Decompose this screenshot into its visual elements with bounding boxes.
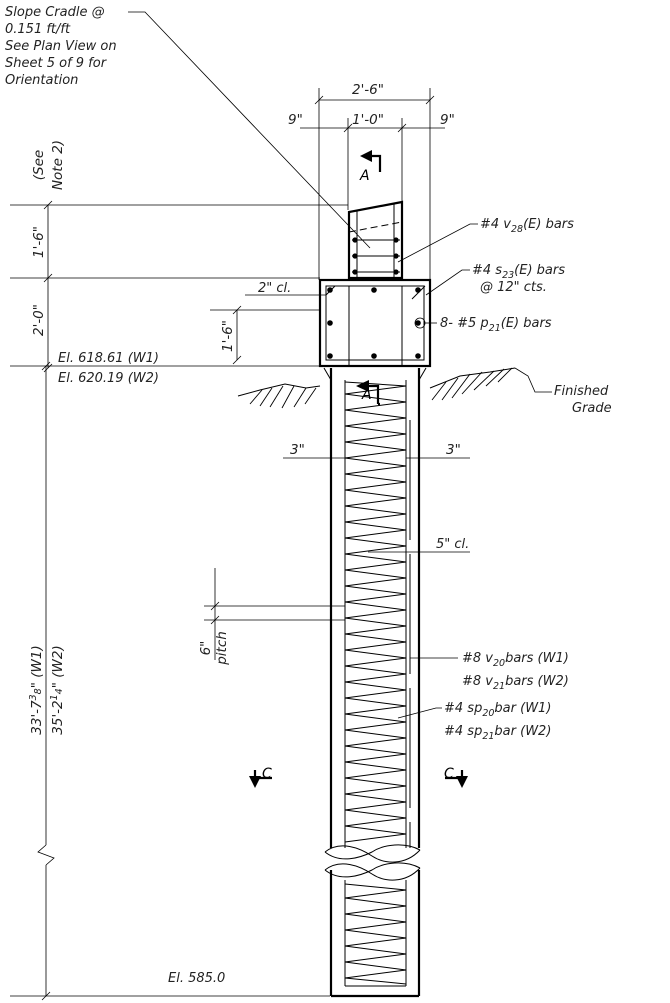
pitch-word: pitch [214,631,230,666]
v28-callout: #4 v28(E) bars [397,217,574,263]
v20-label: #8 v20bars (W1) [462,651,569,669]
cap-height-dim: 2'-0" [31,304,47,336]
left-offset-dim: 9" [288,112,303,128]
shaft-break-lower [324,863,421,881]
v21-label: #8 v21bars (W2) [462,674,569,692]
finished-grade: Finished Grade [237,367,612,416]
shaft-length-dims: 33'-738" (W1) 35'-214" (W2) [10,361,330,1001]
inner-width-dim: 1'-0" [352,112,384,128]
slope-cradle-line-1: Slope Cradle @ [5,5,105,20]
p21-label: 8- #5 p21(E) bars [440,316,552,334]
slope-cradle-line-5: Orientation [5,73,78,88]
drilled-shaft-upper [323,367,427,863]
finished-grade-label-1: Finished [554,384,609,399]
p21-callout: 8- #5 p21(E) bars [424,316,552,334]
v28-label: #4 v28(E) bars [480,217,574,235]
elevation-w2: El. 620.19 (W2) [58,371,159,386]
overall-width-dim: 2'-6" [352,82,384,98]
inner-cap-height-dim: 1'-6" [210,305,320,365]
slope-cradle-leader [128,11,371,249]
slope-cradle-line-4: Sheet 5 of 9 for [5,56,108,71]
elevation-bottom: El. 585.0 [168,971,225,986]
section-mark-a-top: A [359,150,382,184]
elevation-w1: El. 618.61 (W1) [58,351,159,366]
sp20-label: #4 sp20bar (W1) [444,701,551,719]
clear-2-label: 2" cl. [258,281,291,296]
spiral-upper [344,381,407,843]
pile-cap [318,278,432,368]
five-inch-clear-dim: 5" cl. [368,537,470,553]
two-inch-clear-dim: 2" cl. [245,281,326,296]
section-c-right-label: C [444,766,454,782]
elevation-labels: El. 618.61 (W1) El. 620.19 (W2) [10,351,320,386]
s23-label: #4 s23(E) bars [472,263,565,281]
finished-grade-label-2: Grade [572,401,612,416]
spiral-callout: #4 sp20bar (W1) #4 sp21bar (W2) [397,701,551,742]
see-note-label-2: Note 2) [50,140,66,190]
spiral-lower [344,883,407,985]
cradle-height-dim: 1'-6" [31,226,47,258]
pitch-dim: 6" pitch [198,568,345,666]
shaft-length-w2: 35'-214" (W2) [49,645,66,734]
sp21-label: #4 sp21bar (W2) [444,724,551,742]
slope-cradle-note: Slope Cradle @ 0.151 ft/ft See Plan View… [5,5,371,249]
shaft-length-w1: 33'-738" (W1) [28,645,45,734]
slope-cradle-line-3: See Plan View on [5,39,117,54]
section-c-left-label: C [262,766,272,782]
right-offset-dim: 9" [440,112,455,128]
v-bars-callout: #8 v20bars (W1) #8 v21bars (W2) [410,651,569,692]
section-a-top-label: A [359,168,370,184]
top-dimensions: 2'-6" 1'-0" 9" 9" [288,82,455,280]
s23-callout: #4 s23(E) bars @ 12" cts. [425,263,565,296]
slope-cradle [347,200,404,280]
pitch-value: 6" [198,641,214,656]
left-vertical-dims-top: (See Note 2) 1'-6" 2'-0" [10,140,348,373]
section-mark-a-mid: A [356,380,380,406]
shaft-break-upper [324,845,421,863]
see-note-label: (See [31,150,47,180]
clear-5-label: 5" cl. [436,537,469,552]
drilled-shaft-lower: El. 585.0 [168,862,421,998]
cover-dims: 3" 3" [283,442,470,459]
section-mark-c: C C [249,766,468,788]
inner-cap-height-label: 1'-6" [220,320,236,352]
cover-left-label: 3" [290,442,305,458]
s23-spacing-label: @ 12" cts. [480,280,547,295]
slope-cradle-line-2: 0.151 ft/ft [5,22,71,37]
cover-right-label: 3" [446,442,461,458]
section-a-mid-label: A [361,387,372,403]
